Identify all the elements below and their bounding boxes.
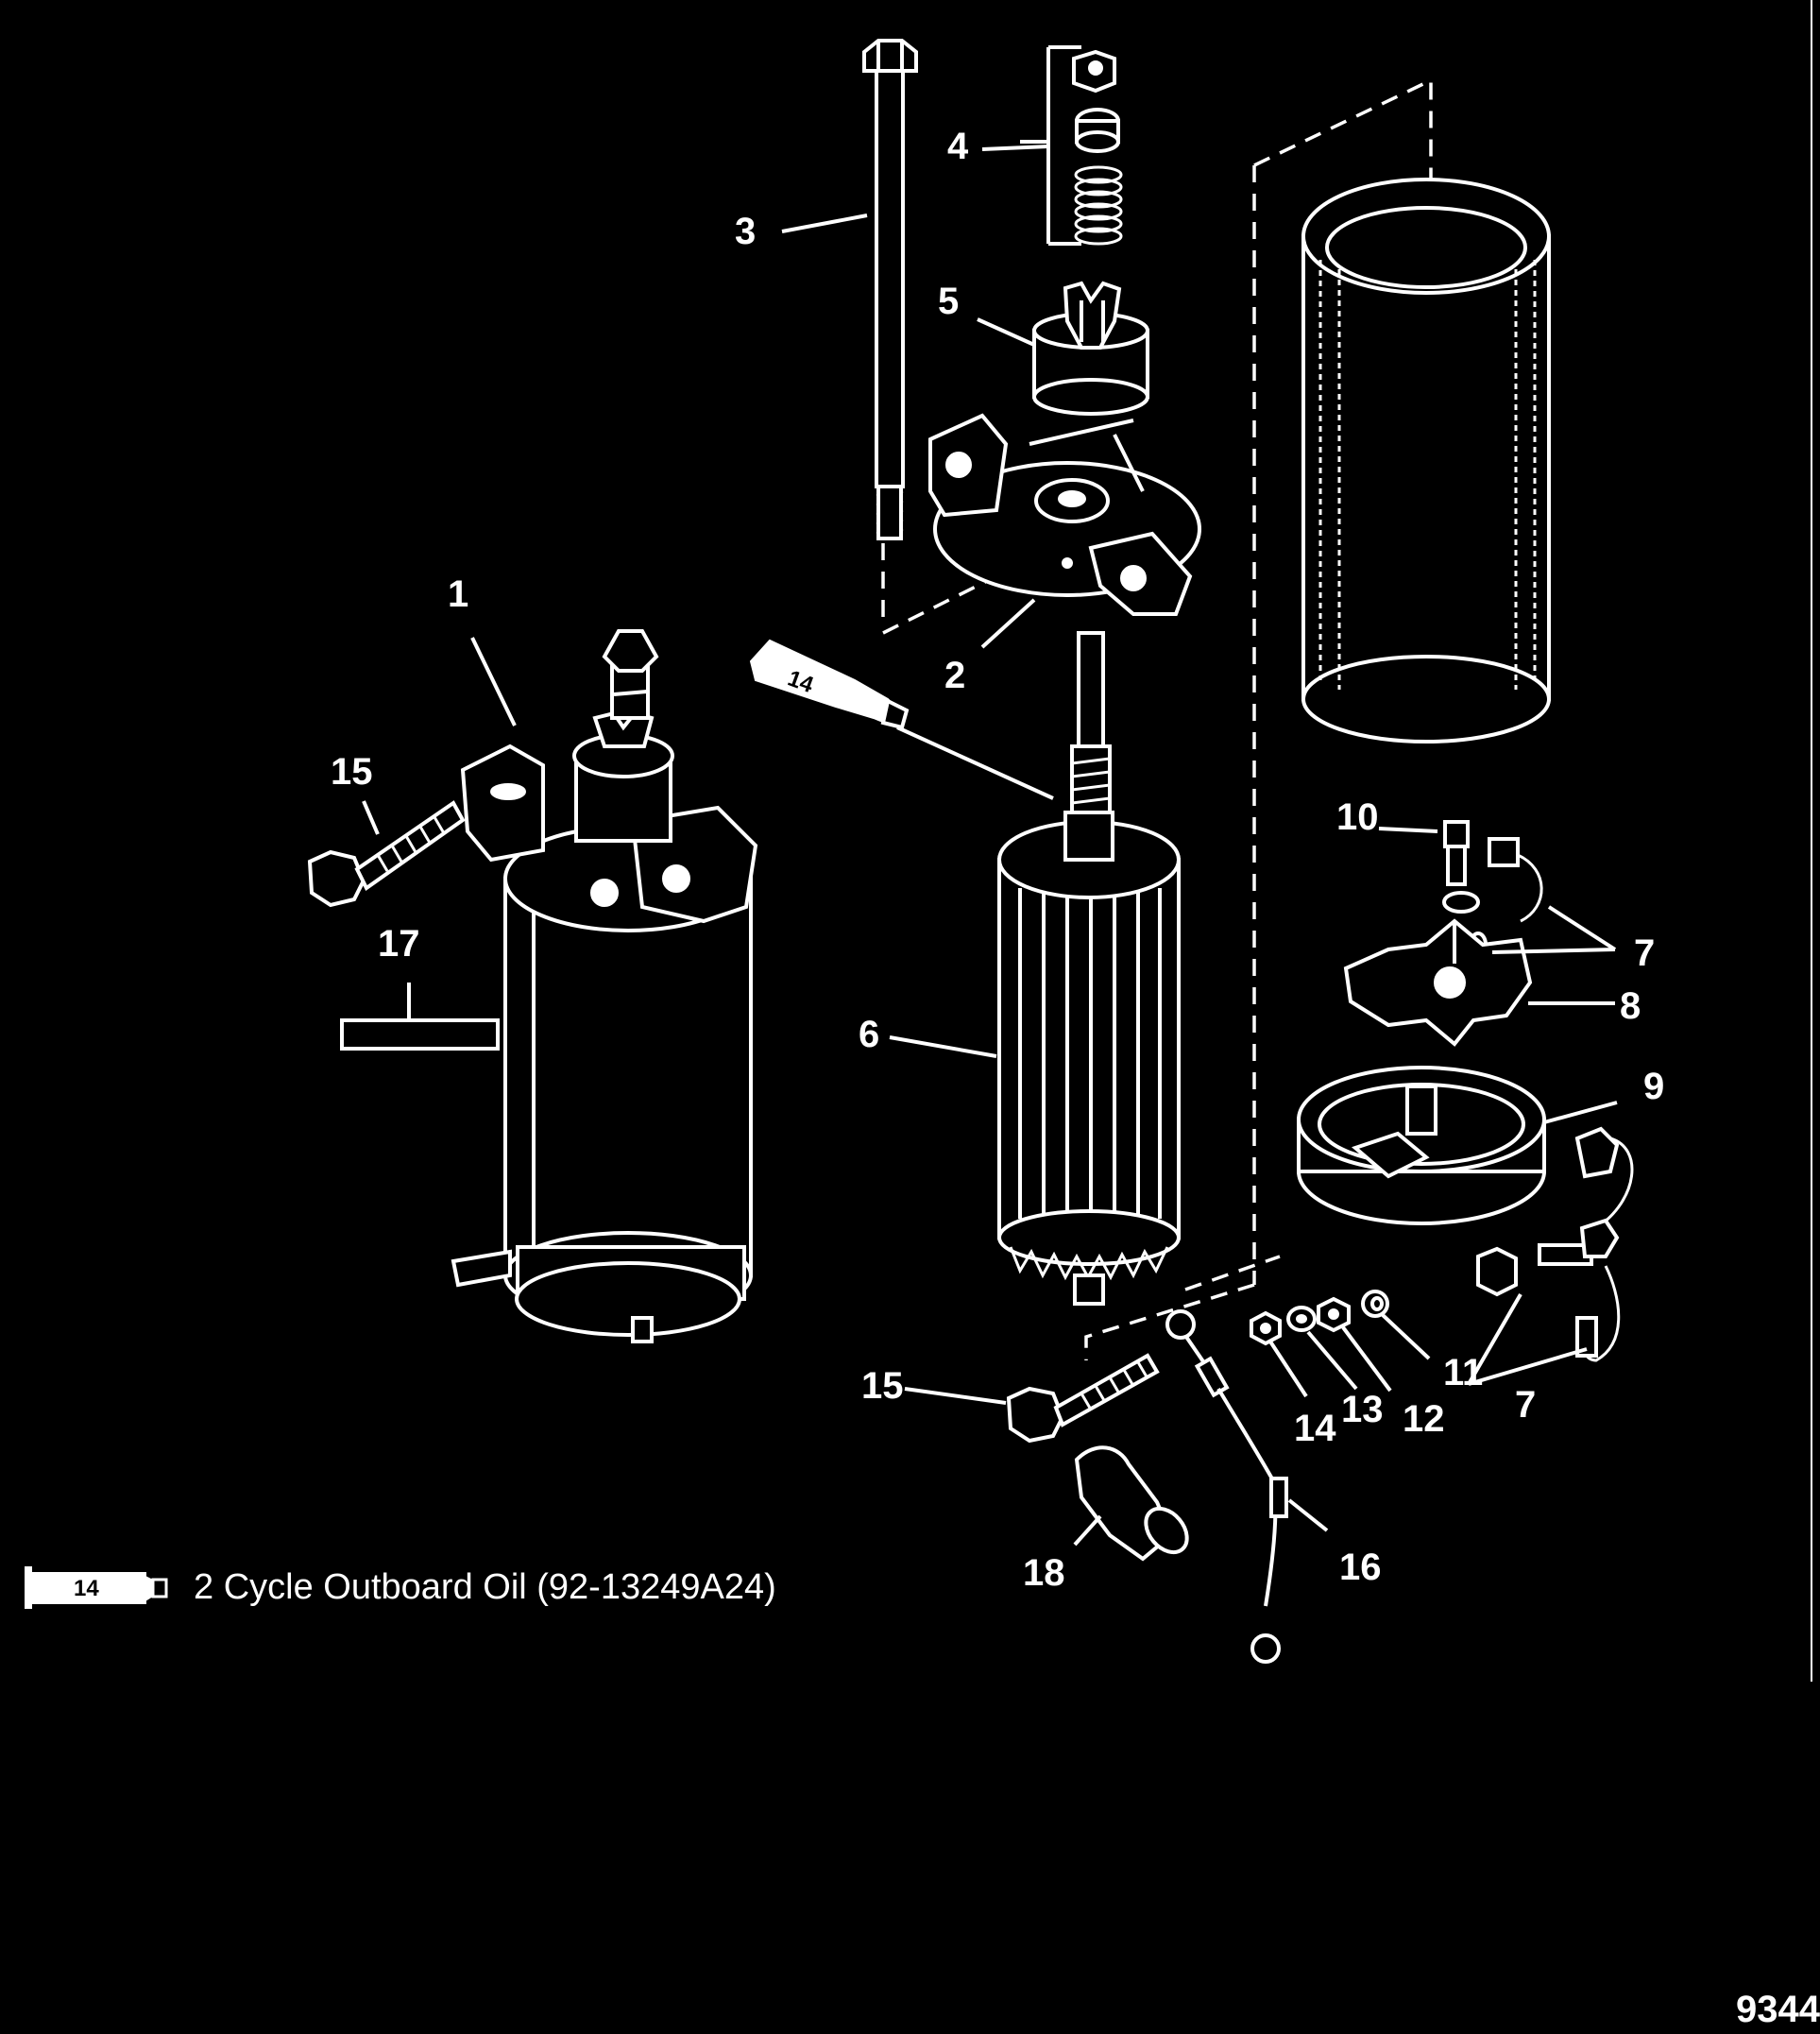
lower-end-cap <box>1297 1066 1634 1230</box>
mounting-bolt-center <box>1006 1353 1160 1444</box>
ground-lead <box>1165 1309 1288 1664</box>
legend-text: 2 Cycle Outboard Oil (92-13249A24) <box>194 1567 776 1607</box>
callout-9: 9 <box>1643 1066 1664 1107</box>
pinion-hardware-stack <box>1020 45 1123 246</box>
callout-8: 8 <box>1620 985 1641 1027</box>
callout-5: 5 <box>938 281 959 322</box>
legend-tube-code: 14 <box>74 1576 99 1601</box>
mounting-bolt-left <box>307 800 466 908</box>
terminal-nuts-washers <box>1250 1290 1389 1346</box>
terminal-bolt-assembly <box>1476 1218 1621 1362</box>
drive-pinion <box>1032 281 1149 416</box>
terminal-boot <box>1074 1445 1189 1562</box>
legend: 14 2 Cycle Outboard Oil (92-13249A24) <box>25 1566 776 1609</box>
callout-7-lower: 7 <box>1515 1384 1536 1426</box>
field-frame <box>1301 178 1551 744</box>
brush-hardware <box>1442 820 1543 958</box>
figure-number: 9344 <box>1736 1989 1820 2030</box>
callout-18: 18 <box>1023 1552 1065 1594</box>
decal-label <box>340 1018 500 1051</box>
callout-7-upper: 7 <box>1634 932 1655 974</box>
callout-15-center: 15 <box>861 1365 904 1407</box>
callout-15-left: 15 <box>331 751 373 793</box>
callout-4: 4 <box>947 126 969 167</box>
armature <box>997 631 1181 1306</box>
callout-13: 13 <box>1341 1389 1384 1430</box>
legend-tube-icon: 14 <box>25 1566 168 1609</box>
lubricant-tube-icon: 14 <box>749 639 1054 800</box>
callout-14: 14 <box>1294 1408 1336 1449</box>
through-bolt <box>862 39 918 540</box>
callout-2: 2 <box>944 655 965 696</box>
callout-10: 10 <box>1336 796 1379 838</box>
starter-motor-assembly <box>451 629 758 1343</box>
callout-1: 1 <box>448 573 468 615</box>
callout-16: 16 <box>1339 1547 1382 1588</box>
upper-end-cap <box>928 413 1201 616</box>
callout-numbers: 1 2 3 4 5 6 7 7 8 9 10 11 12 13 14 15 15… <box>331 126 1664 1594</box>
callout-12: 12 <box>1403 1398 1445 1440</box>
leader-lines <box>362 145 1618 1547</box>
callout-3: 3 <box>735 211 756 252</box>
brush-plate <box>1343 918 1533 1047</box>
callout-6: 6 <box>859 1014 879 1055</box>
callout-17: 17 <box>378 923 420 965</box>
callout-11: 11 <box>1443 1352 1483 1393</box>
